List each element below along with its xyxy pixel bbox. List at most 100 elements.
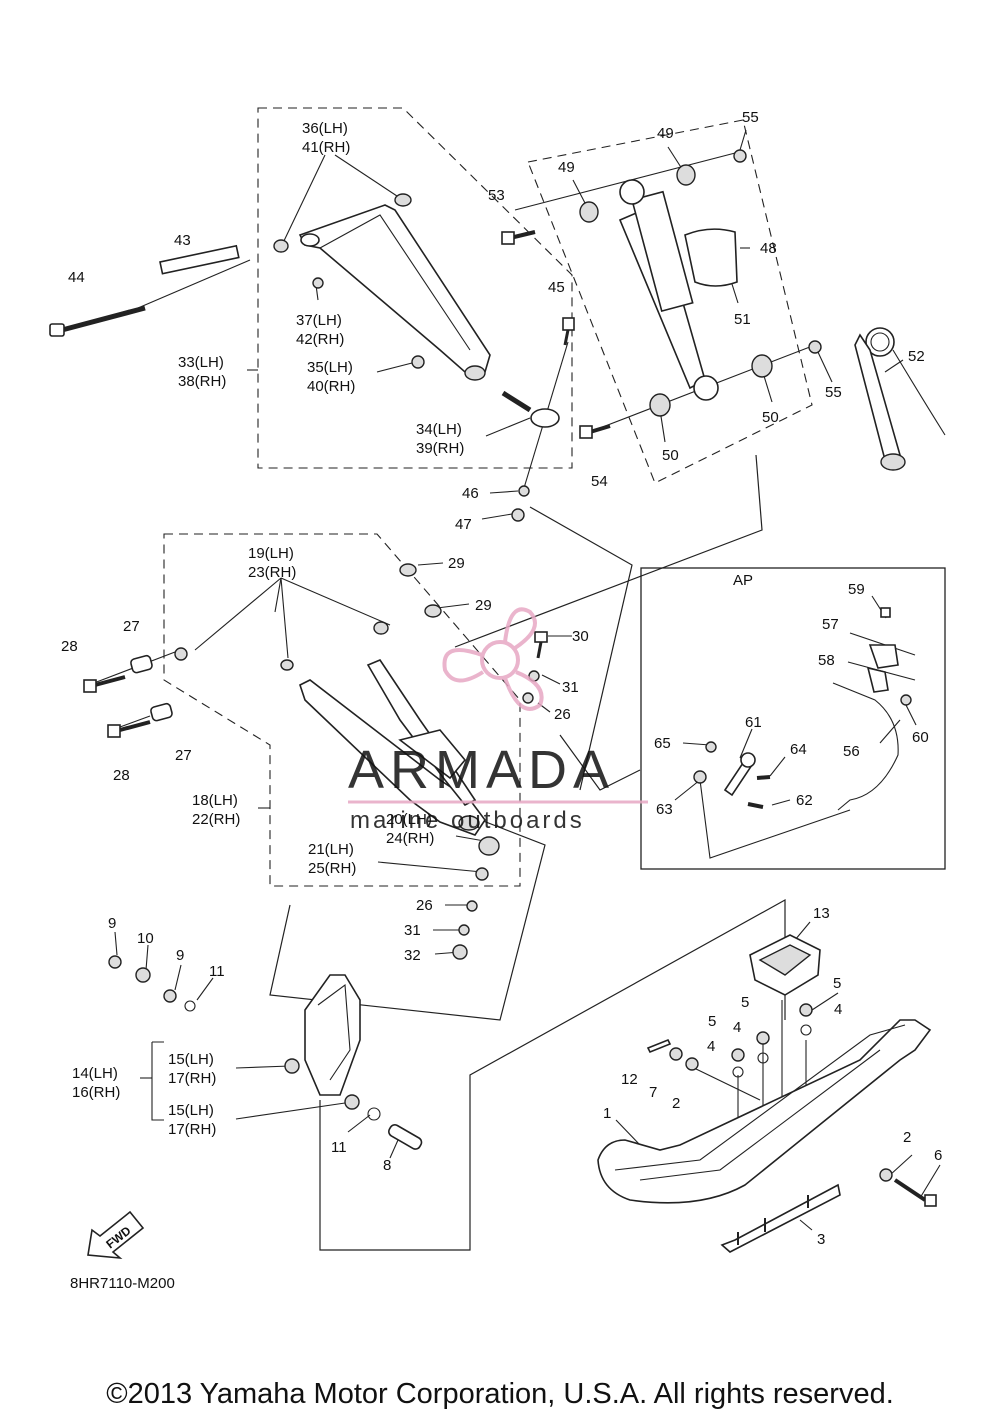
callout: 14(LH) — [72, 1065, 118, 1082]
ap-inset-parts — [693, 607, 912, 811]
callout: 15(LH) — [168, 1102, 214, 1119]
copyright-notice: ©2013 Yamaha Motor Corporation, U.S.A. A… — [106, 1378, 894, 1410]
callout: 59 — [848, 581, 865, 598]
callout: 20(LH) — [386, 811, 432, 828]
callout: 44 — [68, 269, 85, 286]
callout: 52 — [908, 348, 925, 365]
callout-labels: 36(LH) 41(RH) 43 44 37(LH) 42(RH) 33(LH)… — [61, 109, 942, 1292]
callout: 22(RH) — [192, 811, 240, 828]
callout: 4 — [707, 1038, 715, 1055]
callout: 5 — [833, 975, 841, 992]
callout: 56 — [843, 743, 860, 760]
callout: 8 — [383, 1157, 391, 1174]
callout: 11 — [331, 1139, 347, 1156]
callout: 50 — [762, 409, 779, 426]
callout: 11 — [209, 963, 225, 980]
callout: 62 — [796, 792, 813, 809]
callout: 33(LH) — [178, 354, 224, 371]
diagram-ref-code: 8HR7110-M200 — [70, 1275, 175, 1292]
callout: 12 — [621, 1071, 638, 1088]
armada-watermark: ARMADA marine outboards — [348, 607, 648, 834]
callout: 10 — [137, 930, 154, 947]
callout: 4 — [733, 1019, 741, 1036]
callout: 5 — [741, 994, 749, 1011]
callout: 28 — [113, 767, 130, 784]
callout: 38(RH) — [178, 373, 226, 390]
callout: 57 — [822, 616, 839, 633]
callout: 65 — [654, 735, 671, 752]
callout: 27 — [175, 747, 192, 764]
callout: 60 — [912, 729, 929, 746]
inset-label: AP — [733, 572, 753, 589]
brand-name: ARMADA — [348, 740, 615, 800]
callout: 21(LH) — [308, 841, 354, 858]
callout: 53 — [488, 187, 505, 204]
callout: 61 — [745, 714, 762, 731]
callout: 17(RH) — [168, 1121, 216, 1138]
upper-a-arm — [49, 193, 575, 522]
group-frames — [163, 107, 946, 1251]
callout: 39(RH) — [416, 440, 464, 457]
callout: 45 — [548, 279, 565, 296]
callout: 36(LH) — [302, 120, 348, 137]
callout: 55 — [825, 384, 842, 401]
ap-inset-frame — [640, 567, 946, 870]
callout: 15(LH) — [168, 1051, 214, 1068]
callout: 55 — [742, 109, 759, 126]
ski-spindle — [108, 955, 423, 1150]
callout: 63 — [656, 801, 673, 818]
callout: 32 — [404, 947, 421, 964]
callout: 29 — [448, 555, 465, 572]
fwd-arrow-icon: FWD — [87, 1210, 145, 1260]
propeller-logo-icon — [442, 607, 544, 711]
callout: 48 — [760, 240, 777, 257]
callout: 16(RH) — [72, 1084, 120, 1101]
callout: 3 — [817, 1231, 825, 1248]
callout: 1 — [603, 1105, 611, 1122]
callout: 42(RH) — [296, 331, 344, 348]
callout: 64 — [790, 741, 807, 758]
callout: 5 — [708, 1013, 716, 1030]
lower-a-arm — [83, 563, 548, 960]
callout: 2 — [903, 1129, 911, 1146]
callout: 25(RH) — [308, 860, 356, 877]
ski-assembly — [597, 934, 937, 1253]
callout: 31 — [404, 922, 421, 939]
callout: 49 — [657, 125, 674, 142]
callout: 29 — [475, 597, 492, 614]
callout: 4 — [834, 1001, 842, 1018]
callout: 43 — [174, 232, 191, 249]
callout: 6 — [934, 1147, 942, 1164]
callout: 51 — [734, 311, 751, 328]
callout: 49 — [558, 159, 575, 176]
callout: 23(RH) — [248, 564, 296, 581]
callout: 27 — [123, 618, 140, 635]
shock-absorber — [501, 149, 946, 471]
callout: 41(RH) — [302, 139, 350, 156]
callout: 37(LH) — [296, 312, 342, 329]
callout: 18(LH) — [192, 792, 238, 809]
callout: 2 — [672, 1095, 680, 1112]
callout: 9 — [108, 915, 116, 932]
callout: 26 — [554, 706, 571, 723]
callout: 9 — [176, 947, 184, 964]
callout: 13 — [813, 905, 830, 922]
callout: 34(LH) — [416, 421, 462, 438]
callout: 19(LH) — [248, 545, 294, 562]
callout: 35(LH) — [307, 359, 353, 376]
callout: 54 — [591, 473, 608, 490]
brand-tagline: marine outboards — [350, 807, 585, 834]
callout: 46 — [462, 485, 479, 502]
callout: 31 — [562, 679, 579, 696]
callout: 58 — [818, 652, 835, 669]
callout: 40(RH) — [307, 378, 355, 395]
callout: 50 — [662, 447, 679, 464]
callout: 7 — [649, 1084, 657, 1101]
leader-lines — [61, 129, 941, 1231]
callout: 24(RH) — [386, 830, 434, 847]
callout: 30 — [572, 628, 589, 645]
callout: 47 — [455, 516, 472, 533]
callout: 26 — [416, 897, 433, 914]
callout: 28 — [61, 638, 78, 655]
